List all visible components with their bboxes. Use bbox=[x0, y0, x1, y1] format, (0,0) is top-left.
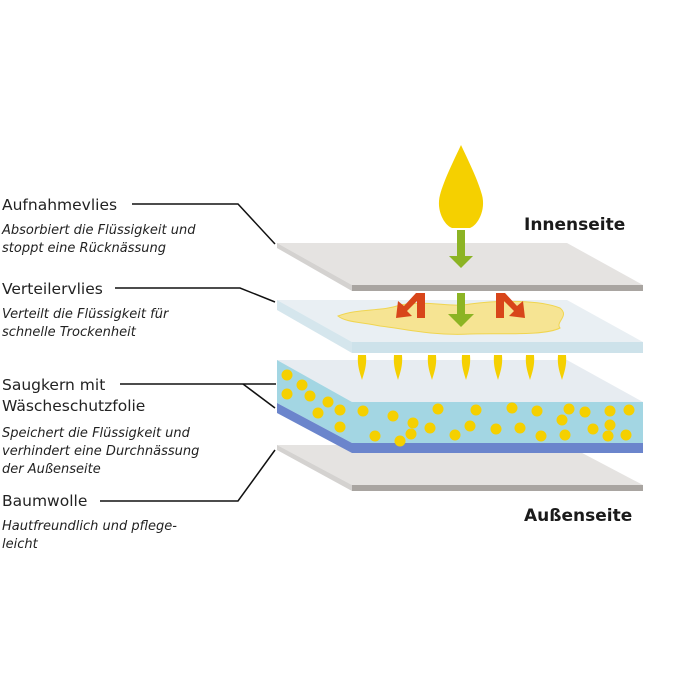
granule bbox=[281, 369, 293, 381]
layer-description: Speichert die Flüssigkeit und bbox=[2, 426, 191, 441]
granule bbox=[432, 403, 444, 415]
granule bbox=[387, 410, 399, 422]
layer-saugkern bbox=[277, 360, 643, 453]
granule bbox=[514, 422, 526, 434]
innenseite-label: Innenseite bbox=[524, 215, 625, 235]
granule bbox=[312, 407, 324, 419]
granule bbox=[623, 404, 635, 416]
arrow-down-icon bbox=[449, 230, 473, 268]
granule bbox=[604, 405, 616, 417]
granule bbox=[587, 423, 599, 435]
liquid-drop-icon bbox=[438, 145, 484, 228]
layer-title: Verteilervlies bbox=[2, 280, 103, 298]
liquid-drops-down bbox=[357, 355, 567, 380]
spread-arrow-right-icon bbox=[496, 293, 525, 318]
granule bbox=[563, 403, 575, 415]
layer-description: stoppt eine Rücknässung bbox=[2, 241, 166, 256]
granule bbox=[394, 435, 406, 447]
granule bbox=[405, 428, 417, 440]
granule bbox=[357, 405, 369, 417]
layer-description: leicht bbox=[2, 537, 39, 552]
connector-line bbox=[100, 449, 276, 502]
arrow-down-icon bbox=[448, 293, 474, 327]
connector-line bbox=[132, 203, 276, 245]
layer-title: Wäscheschutzfolie bbox=[2, 397, 145, 415]
granule bbox=[334, 404, 346, 416]
granule bbox=[490, 423, 502, 435]
label-baumwolle: Baumwolle Hautfreundlich und pflege- lei… bbox=[2, 492, 177, 552]
label-saugkern: Saugkern mit Wäscheschutzfolie Speichert… bbox=[2, 376, 199, 477]
granule bbox=[322, 396, 334, 408]
granule bbox=[464, 420, 476, 432]
granule bbox=[602, 430, 614, 442]
connector-line bbox=[115, 287, 276, 303]
small-drop-icon bbox=[493, 355, 503, 380]
granule bbox=[369, 430, 381, 442]
spread-arrow-left-icon bbox=[396, 293, 425, 318]
layer-description: Absorbiert die Flüssigkeit und bbox=[1, 223, 196, 238]
absorbent-granules bbox=[281, 369, 635, 447]
layer-baumwolle bbox=[277, 445, 643, 491]
connector-line bbox=[242, 383, 276, 409]
granule bbox=[556, 414, 568, 426]
granule bbox=[506, 402, 518, 414]
small-drop-icon bbox=[557, 355, 567, 380]
small-drop-icon bbox=[393, 355, 403, 380]
granule bbox=[424, 422, 436, 434]
small-drop-icon bbox=[357, 355, 367, 380]
layer-verteilervlies bbox=[277, 293, 643, 353]
small-drop-icon bbox=[525, 355, 535, 380]
granule bbox=[559, 429, 571, 441]
granule bbox=[304, 390, 316, 402]
granule bbox=[449, 429, 461, 441]
layer-title: Saugkern mit bbox=[2, 376, 105, 394]
granule bbox=[579, 406, 591, 418]
aussenseite-label: Außenseite bbox=[524, 506, 632, 526]
layer-title: Baumwolle bbox=[2, 492, 87, 510]
layer-description: verhindert eine Durchnässung bbox=[2, 444, 199, 459]
layer-description: Verteilt die Flüssigkeit für bbox=[2, 307, 170, 322]
granule bbox=[407, 417, 419, 429]
granule bbox=[281, 388, 293, 400]
granule bbox=[535, 430, 547, 442]
label-aufnahmevlies: Aufnahmevlies Absorbiert die Flüssigkeit… bbox=[1, 196, 196, 256]
granule bbox=[620, 429, 632, 441]
small-drop-icon bbox=[427, 355, 437, 380]
granule bbox=[334, 421, 346, 433]
layer-description: Hautfreundlich und pflege- bbox=[2, 519, 177, 534]
layer-title: Aufnahmevlies bbox=[2, 196, 117, 214]
granule bbox=[470, 404, 482, 416]
label-verteilervlies: Verteilervlies Verteilt die Flüssigkeit … bbox=[2, 280, 170, 340]
layer-aufnahmevlies bbox=[277, 230, 643, 291]
small-drop-icon bbox=[461, 355, 471, 380]
layer-description: der Außenseite bbox=[2, 462, 101, 477]
granule bbox=[531, 405, 543, 417]
granule bbox=[296, 379, 308, 391]
granule bbox=[604, 419, 616, 431]
layer-description: schnelle Trockenheit bbox=[2, 325, 137, 340]
